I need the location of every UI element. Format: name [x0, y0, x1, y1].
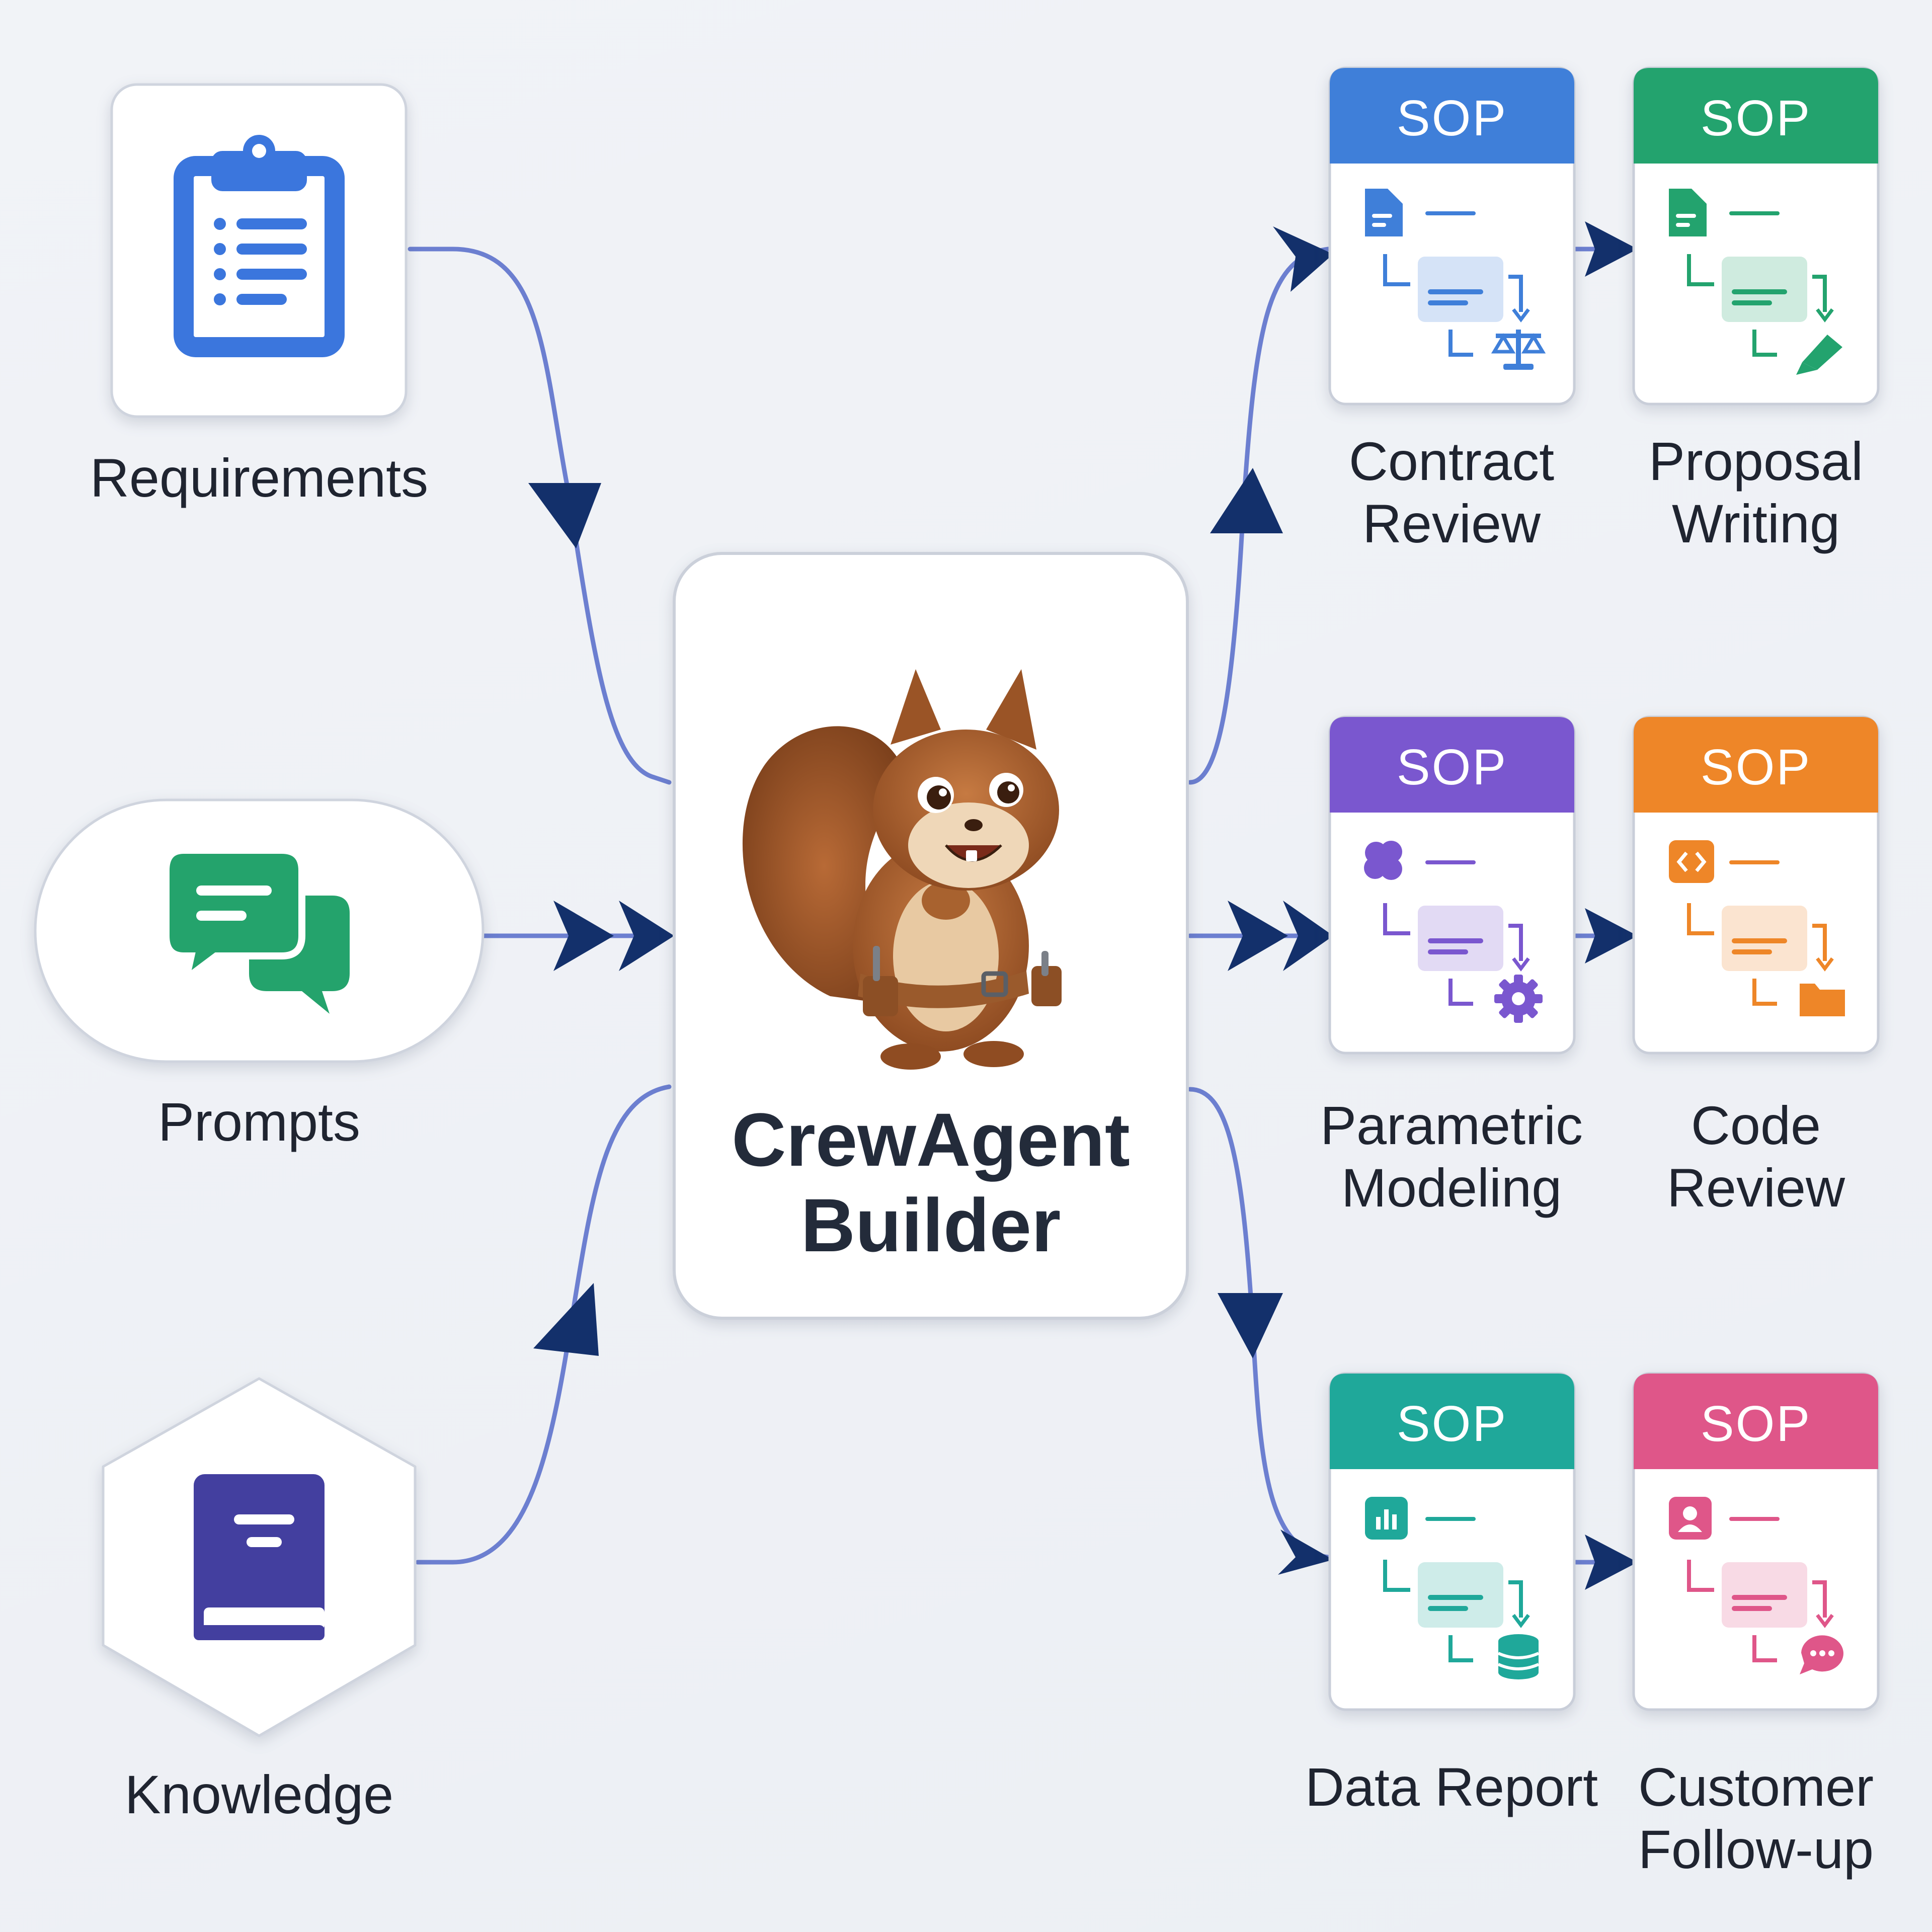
- arrowhead-out-mid-2: [1283, 901, 1333, 971]
- arrowhead-out-down: [1218, 1293, 1283, 1358]
- arrowheads: [528, 221, 1638, 1590]
- arrowhead-prompts-2: [619, 901, 674, 971]
- sop-flow-glyph: [1365, 1497, 1540, 1679]
- sop-card-customer-follow-up[interactable]: [1632, 1372, 1880, 1711]
- requirements-label: Requirements: [90, 447, 429, 508]
- sop-header: [1634, 717, 1878, 813]
- sop-flow-glyph: [1364, 841, 1543, 1023]
- brain-icon: [1364, 841, 1402, 880]
- connector-requirements: [408, 247, 672, 785]
- pen-icon: [1796, 335, 1842, 375]
- clipboard-icon: [174, 135, 345, 357]
- sop-flow-glyph: [1669, 189, 1842, 375]
- requirements-node[interactable]: [110, 83, 408, 418]
- arrowhead-contract: [1273, 226, 1333, 292]
- sop-flow-glyph: [1669, 1497, 1843, 1674]
- label-code-review: Code Review: [1666, 1095, 1845, 1218]
- sop-badge-customer-follow-up: SOP: [1700, 1396, 1812, 1452]
- chat-bubbles-icon: [163, 847, 350, 1014]
- knowledge-node[interactable]: [102, 1377, 417, 1737]
- user-icon: [1669, 1497, 1712, 1540]
- knowledge-label: Knowledge: [124, 1764, 394, 1825]
- builder-title: CrewAgent Builder: [732, 1097, 1130, 1267]
- document-icon: [1669, 189, 1707, 236]
- bar-chart-icon: [1365, 1497, 1408, 1540]
- sop-card-parametric-modeling[interactable]: [1328, 715, 1576, 1055]
- sop-badge-data-report: SOP: [1396, 1396, 1508, 1452]
- label-data-report: Data Report: [1305, 1756, 1598, 1817]
- gear-icon: [1494, 975, 1543, 1023]
- sop-cards: [1328, 66, 1880, 1711]
- sop-header: [1330, 717, 1574, 813]
- sop-card-proposal-writing[interactable]: [1632, 66, 1880, 406]
- chat-icon: [1800, 1635, 1843, 1674]
- database-icon: [1497, 1634, 1540, 1679]
- arrowhead-out-up: [1210, 468, 1283, 533]
- sop-header: [1330, 68, 1574, 164]
- connector-knowledge: [415, 1084, 672, 1565]
- arrowhead-requirements: [528, 483, 601, 548]
- sop-flow-glyph: [1669, 840, 1845, 1016]
- scales-icon: [1491, 330, 1546, 370]
- sop-header: [1330, 1374, 1574, 1469]
- sop-badge-proposal-writing: SOP: [1700, 90, 1812, 146]
- sop-card-code-review[interactable]: [1632, 715, 1880, 1055]
- folder-icon: [1800, 984, 1845, 1016]
- arrowhead-knowledge: [533, 1283, 599, 1356]
- label-customer-follow-up: Customer Follow-up: [1638, 1756, 1874, 1880]
- crewagent-builder-card[interactable]: [673, 552, 1189, 1320]
- prompts-node[interactable]: [34, 798, 485, 1063]
- arrowhead-parametric-code: [1585, 908, 1638, 963]
- label-contract-review: Contract Review: [1348, 431, 1555, 554]
- sop-flow-glyph: [1365, 189, 1546, 370]
- code-icon: [1669, 840, 1714, 883]
- sop-badge-parametric-modeling: SOP: [1396, 739, 1508, 795]
- document-icon: [1365, 189, 1403, 236]
- sop-card-data-report[interactable]: [1328, 1372, 1576, 1711]
- squirrel-mascot: [742, 669, 1062, 1070]
- sop-badge-contract-review: SOP: [1396, 90, 1508, 146]
- arrowhead-out-mid-1: [1228, 901, 1288, 971]
- sop-badge-code-review: SOP: [1700, 739, 1812, 795]
- prompts-label: Prompts: [157, 1091, 361, 1152]
- label-parametric-modeling: Parametric Modeling: [1320, 1095, 1583, 1218]
- arrowhead-data-customer: [1585, 1535, 1638, 1590]
- label-proposal-writing: Proposal Writing: [1648, 431, 1864, 554]
- arrowhead-contract-proposal: [1585, 221, 1638, 277]
- book-icon: [194, 1474, 325, 1640]
- arrowhead-prompts-1: [553, 901, 614, 971]
- sop-header: [1634, 1374, 1878, 1469]
- arrowhead-data-report: [1278, 1530, 1333, 1575]
- sop-card-contract-review[interactable]: [1328, 66, 1576, 406]
- sop-header: [1634, 68, 1878, 164]
